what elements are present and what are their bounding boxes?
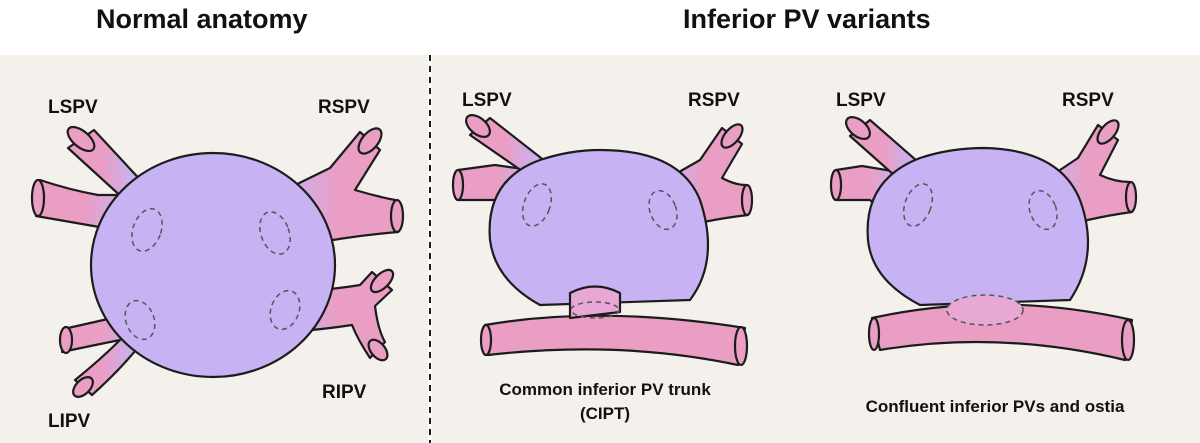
rspv-ostium — [259, 211, 291, 255]
cipt-lspv-ostium — [521, 183, 553, 227]
cipt-atrium — [488, 148, 710, 307]
normal-lipv-label: LIPV — [48, 411, 91, 432]
variants-heading: Inferior PV variants — [683, 4, 931, 34]
confluent-caption: Confluent inferior PVs and ostia — [865, 397, 1125, 416]
ripv-ostium — [269, 289, 301, 331]
cipt-rspv-label: RSPV — [688, 90, 740, 111]
normal-lspv-label: LSPV — [48, 97, 98, 118]
cipt-common-ostium — [568, 285, 622, 320]
normal-anatomy-heading: Normal anatomy — [96, 4, 308, 34]
cipt-trunk — [483, 314, 747, 367]
confluent-rspv-label: RSPV — [1062, 90, 1114, 111]
normal-ripv-label: RIPV — [322, 382, 367, 403]
normal-rspv-label: RSPV — [318, 97, 370, 118]
cipt-caption-line1: Common inferior PV trunk — [499, 380, 711, 399]
normal-anatomy-figure — [30, 125, 405, 398]
confluent-lspv-label: LSPV — [836, 90, 886, 111]
cipt-caption: Common inferior PV trunk (CIPT) — [455, 378, 755, 426]
left-atrium — [89, 151, 337, 379]
lipv-ostium — [124, 299, 156, 341]
lspv-ostium — [131, 208, 163, 252]
cipt-rspv-ostium — [648, 189, 678, 231]
cipt-caption-line2: (CIPT) — [579, 404, 631, 423]
confluent-rspv-ostium — [1028, 189, 1058, 231]
cipt-trunk-ostium — [570, 301, 620, 319]
confluent-atrium — [866, 146, 1090, 307]
cipt-lspv-label: LSPV — [462, 90, 512, 111]
confluent-figure — [829, 116, 1138, 362]
confluent-ostium — [946, 294, 1024, 326]
cipt-figure — [451, 114, 754, 367]
confluent-lspv-ostium — [902, 183, 934, 227]
